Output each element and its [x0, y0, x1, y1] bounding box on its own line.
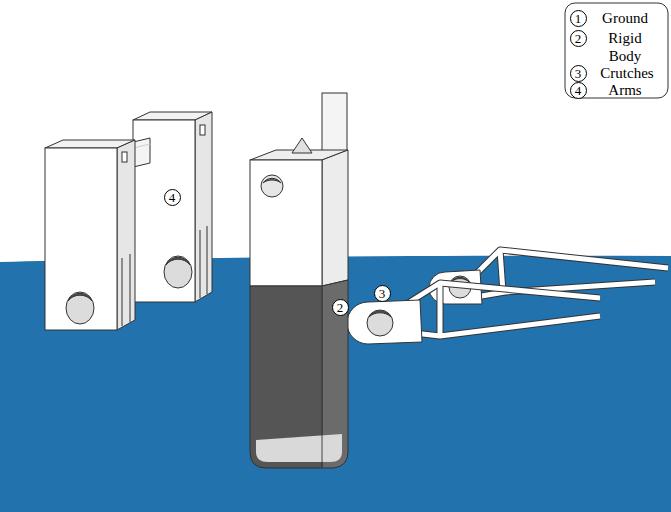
legend-frame	[565, 3, 668, 98]
legend-text: Crutches	[590, 64, 664, 82]
callout-number: 4	[570, 82, 587, 99]
legend-text: Ground	[590, 9, 660, 27]
callout-number: 3	[374, 285, 391, 302]
callout-number: 4	[164, 189, 181, 206]
legend-text: Rigid Body	[600, 29, 650, 65]
callout-number: 2	[332, 299, 349, 316]
callout-number: 3	[570, 65, 587, 82]
rigid-body	[250, 93, 348, 468]
crutch-frame	[405, 283, 600, 336]
callout-number: 1	[570, 10, 587, 27]
crutch-hinge	[347, 300, 422, 344]
callout-number: 2	[570, 30, 587, 47]
arm-plate	[45, 140, 135, 330]
legend-text: Arms	[590, 81, 660, 99]
